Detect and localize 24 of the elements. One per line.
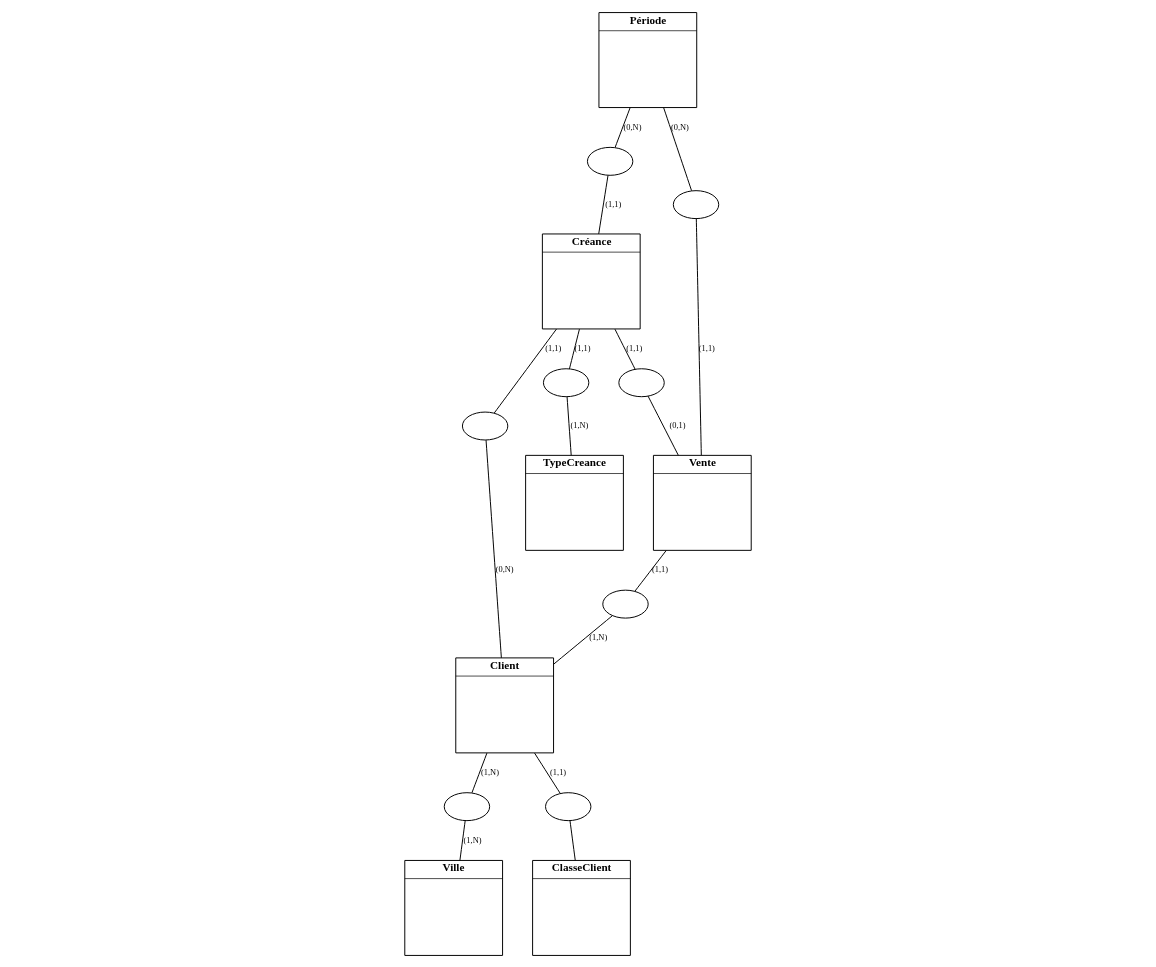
node-ellipse [672, 189, 720, 219]
node-ellipse [586, 146, 634, 176]
connector [598, 174, 609, 234]
node-ellipse [602, 589, 649, 619]
connector [569, 819, 576, 861]
connector [471, 752, 488, 793]
connector [493, 328, 557, 413]
connector [459, 819, 466, 861]
connector [534, 752, 561, 794]
connector [614, 106, 631, 148]
connector [568, 328, 580, 369]
connector [634, 549, 667, 592]
node-ellipse [461, 411, 509, 440]
connector [695, 217, 702, 456]
connector [485, 439, 502, 658]
node-ellipse [618, 367, 665, 397]
node-ellipse [545, 791, 592, 821]
node-ellipse [542, 367, 590, 397]
connector [614, 328, 636, 370]
connector [566, 395, 572, 456]
connector [663, 106, 693, 191]
connector [647, 395, 679, 456]
node-ellipse [443, 791, 491, 821]
connector [553, 614, 613, 665]
